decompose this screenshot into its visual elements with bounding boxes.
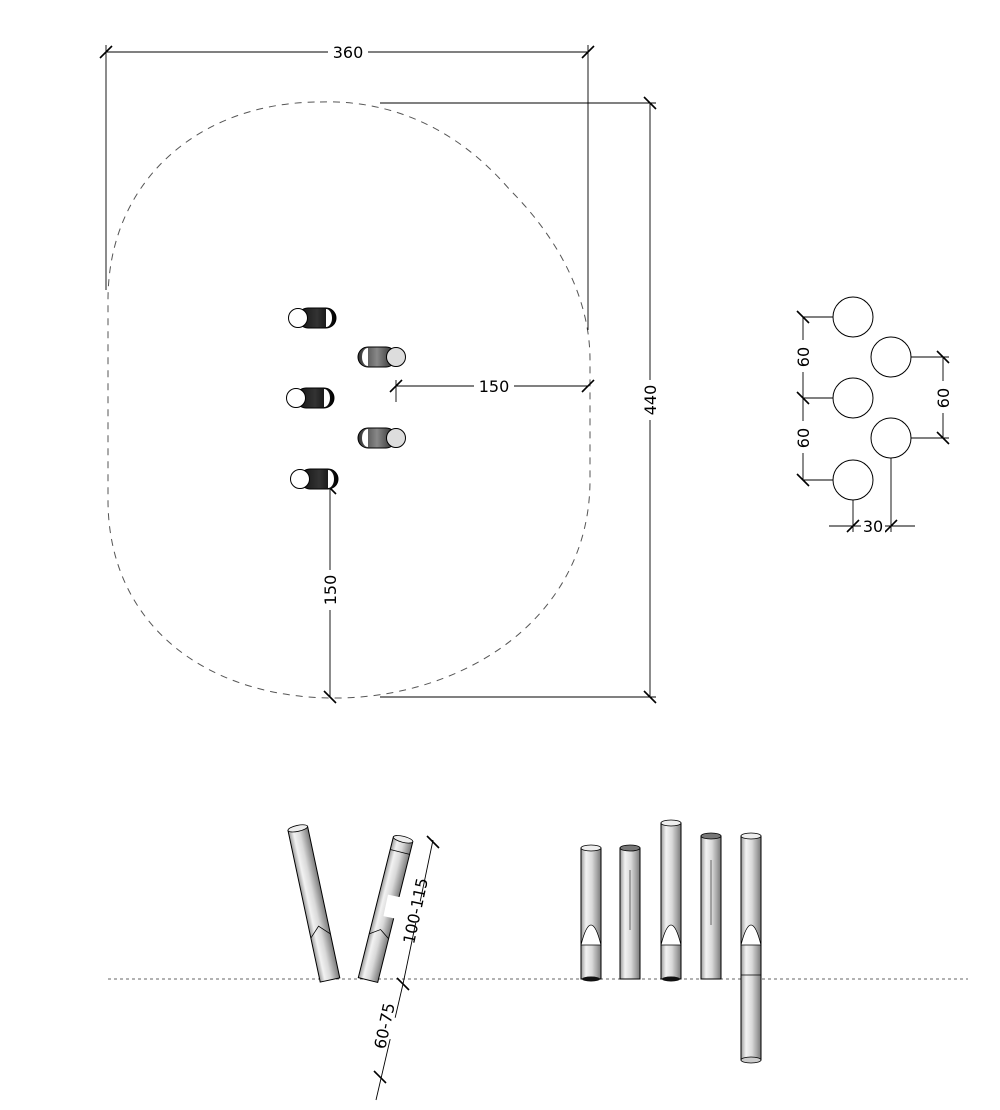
spacing-right-label: 60	[934, 388, 953, 408]
plan-post-5	[290, 468, 339, 490]
elevation-post-3	[660, 819, 682, 982]
post-setback-dimension: 150	[320, 481, 340, 704]
spacing-circle-3	[832, 377, 874, 419]
plan-post-1	[288, 307, 337, 329]
elevation-post-1	[580, 844, 602, 982]
spacing-bottom-label: 30	[863, 517, 883, 536]
spacing-detail: 60 60 60 30	[794, 296, 953, 536]
spacing-circle-2	[870, 336, 912, 378]
elevation-post-2	[619, 844, 641, 980]
spacing-circle-1	[832, 296, 874, 338]
spacing-circle-4	[870, 417, 912, 459]
spacing-left-upper-label: 60	[794, 347, 813, 367]
width-label: 360	[333, 43, 364, 62]
plan-post-3	[286, 387, 335, 409]
post-setback-label: 150	[321, 575, 340, 606]
plan-post-2	[357, 346, 406, 368]
elevation-view: 100-115 60-75	[108, 819, 968, 1101]
depth-dimension: 440	[380, 96, 660, 704]
spacing-left-lower-label: 60	[794, 428, 813, 448]
spacing-circle-5	[832, 459, 874, 501]
elevation-tilted-post-1	[287, 824, 341, 983]
elevation-post-4	[700, 832, 722, 980]
post-offset-label: 150	[479, 377, 510, 396]
elevation-post-5	[740, 832, 762, 1064]
plan-post-4	[357, 427, 406, 449]
safety-zone-outline	[107, 101, 591, 699]
depth-label: 440	[641, 385, 660, 416]
width-dimension: 360	[99, 42, 595, 330]
plan-view: 360 440 150 150	[99, 42, 660, 704]
post-offset-dimension: 150	[389, 376, 595, 402]
burial-depth-dimension: 60-75	[359, 983, 413, 1101]
